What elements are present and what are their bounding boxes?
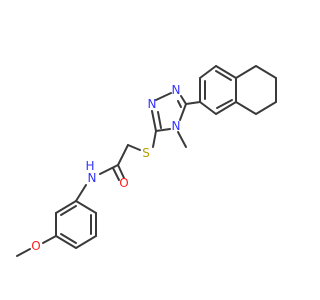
bond-nh-carbonyl: [99, 164, 119, 175]
bond-ring-a6: [55, 235, 77, 249]
atom-nh-h: H: [85, 159, 94, 173]
atom-s: S: [142, 146, 150, 160]
bond-sat-5: [235, 65, 257, 79]
bond-ring-b4: [215, 65, 237, 79]
bond-n1-c5: [180, 95, 187, 105]
atom-n2: N: [148, 97, 157, 111]
bond-ring-a6-inner: [60, 233, 77, 244]
atom-o-carbonyl: O: [119, 176, 128, 190]
bond-carbonyl-ch2: [117, 144, 129, 166]
bond-ring-b4-inner: [215, 70, 232, 81]
bond-ch3-o: [16, 248, 31, 257]
bond-n4-c3: [155, 128, 171, 132]
bond-aryl-nh: [75, 184, 87, 202]
bond-ring-b2: [215, 101, 237, 115]
bond-c5-n4: [179, 103, 187, 121]
bond-c3-n2-double: [157, 111, 162, 129]
bond-c5-aryl: [185, 101, 201, 105]
bond-ring-b5: [199, 65, 217, 79]
bond-ring-a2: [55, 200, 77, 214]
bond-o-aryl: [42, 235, 57, 244]
bond-n1-c5-double: [177, 100, 182, 108]
bond-s-c3: [152, 130, 157, 148]
atom-n4: N: [172, 119, 181, 133]
bond-ring-a2-inner: [60, 205, 77, 216]
bond-carbonyl-o: [117, 164, 125, 179]
bond-sat-1: [235, 101, 257, 115]
bond-ring-b2-inner: [216, 99, 233, 109]
bond-ring-a5: [75, 235, 97, 249]
atom-nh-n: N: [88, 171, 97, 185]
atom-o-methoxy: O: [31, 239, 40, 253]
bond-n4-methyl: [177, 131, 187, 148]
bond-carbonyl-o-double: [112, 167, 120, 181]
bond-n2-n1: [155, 92, 172, 101]
atom-labels: O N H O S N N N: [31, 83, 180, 253]
bond-sat-2: [255, 101, 277, 115]
bond-lines: [16, 65, 277, 257]
bond-ring-a3: [75, 200, 97, 214]
bond-ring-b1: [199, 101, 217, 115]
molecule-drawing: O N H O S N N N: [16, 65, 277, 257]
bond-ch2-s: [127, 144, 141, 151]
atom-n1: N: [172, 83, 181, 97]
bond-c3-n2: [151, 110, 157, 132]
bond-sat-4: [255, 65, 277, 79]
molecule-structure: O N H O S N N N: [16, 65, 277, 257]
